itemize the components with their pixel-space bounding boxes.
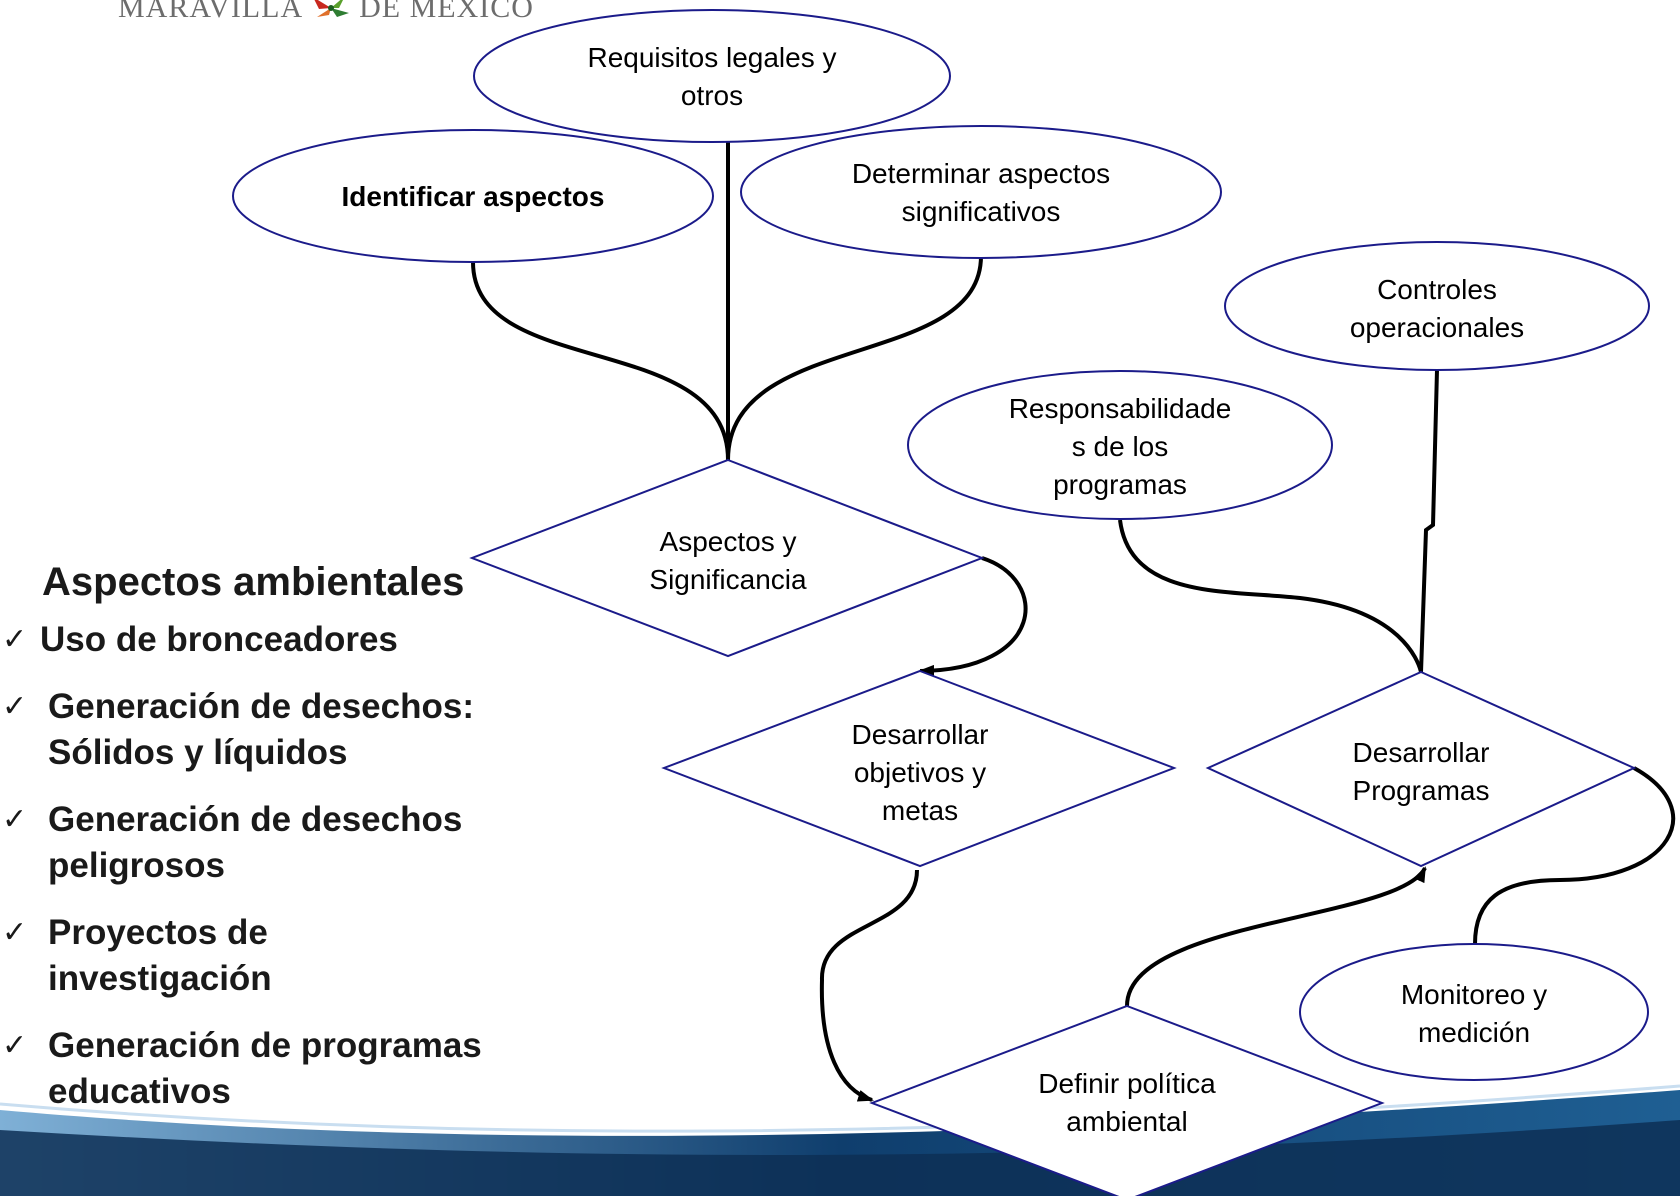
leaf-logo-icon <box>314 0 350 17</box>
aspect-item-text: Sólidos y líquidos <box>48 733 348 772</box>
node-objetivos <box>661 669 1177 868</box>
aspect-list: ✓ Uso de bronceadores ✓ Generación de desec… <box>0 617 520 1115</box>
label-line: Responsabilidade <box>1009 393 1232 424</box>
label-requisitos: Requisitos legales y otros <box>587 42 836 111</box>
aspect-item-text: Generación de programas <box>48 1026 482 1065</box>
aspect-item: ✓ Generación de desechos peligrosos <box>0 797 520 889</box>
label-line: operacionales <box>1350 312 1524 343</box>
connector-controles-programas <box>1419 369 1439 673</box>
connector-objetivos-politica <box>819 869 919 1102</box>
aspect-item: ✓ Uso de bronceadores <box>0 617 520 663</box>
label-determinar: Determinar aspectos significativos <box>852 158 1110 227</box>
label-line: ambiental <box>1066 1106 1187 1137</box>
checkmark-icon: ✓ <box>2 915 28 950</box>
label-line: metas <box>882 795 958 826</box>
node-programas <box>1205 670 1637 868</box>
checkmark-icon: ✓ <box>2 1028 28 1063</box>
node-aspectos-significancia <box>469 458 985 658</box>
node-monitoreo <box>1299 943 1649 1081</box>
logo: MARAVILLA DE MEXICO <box>118 0 534 26</box>
label-objetivos: Desarrollar objetivos y metas <box>852 719 989 826</box>
label-line: medición <box>1418 1017 1530 1048</box>
label-line: Definir política <box>1038 1068 1216 1099</box>
label-line: programas <box>1053 469 1187 500</box>
label-responsabilidades: Responsabilidade s de los programas <box>1009 393 1232 500</box>
aspect-item-text: investigación <box>48 959 272 998</box>
label-politica: Definir política ambiental <box>1038 1068 1216 1137</box>
label-line: otros <box>681 80 743 111</box>
connector-monitoreo-programas <box>1473 766 1676 945</box>
label-line: Aspectos y <box>660 526 797 557</box>
label-aspectos-significancia: Aspectos y Significancia <box>649 526 807 595</box>
aspect-item-text: peligrosos <box>48 846 225 885</box>
node-politica <box>869 1004 1385 1196</box>
label-controles: Controles operacionales <box>1350 274 1524 343</box>
label-line: objetivos y <box>854 757 986 788</box>
checkmark-icon: ✓ <box>2 622 28 657</box>
aspect-item-text: Generación de desechos: <box>48 687 474 726</box>
label-line: s de los <box>1072 431 1169 462</box>
checkmark-icon: ✓ <box>2 802 28 837</box>
label-line: Significancia <box>649 564 807 595</box>
label-line: Identificar aspectos <box>342 181 605 212</box>
environmental-aspects-panel: Aspectos ambientales ✓ Uso de bronceadore… <box>0 560 520 1136</box>
connector-identificar-aspectos <box>471 261 730 461</box>
aspect-item-text: Proyectos de <box>48 913 268 952</box>
aspect-item: ✓ Proyectos de investigación <box>0 910 520 1002</box>
connector-determinar-aspectos <box>726 255 983 461</box>
panel-title: Aspectos ambientales <box>42 560 465 604</box>
node-identificar <box>232 129 714 263</box>
aspect-item: ✓ Generación de programas educativos <box>0 1023 520 1115</box>
connector-responsabilidades-programas <box>1118 519 1423 673</box>
label-line: Desarrollar <box>1353 737 1490 768</box>
aspect-item: ✓ Generación de desechos: Sólidos y líquid… <box>0 684 520 776</box>
checkmark-icon: ✓ <box>2 689 28 724</box>
label-monitoreo: Monitoreo y medición <box>1401 979 1547 1048</box>
label-line: significativos <box>902 196 1061 227</box>
label-line: Controles <box>1377 274 1497 305</box>
node-responsabilidades <box>907 370 1333 520</box>
logo-text-left: MARAVILLA <box>118 0 304 24</box>
node-determinar <box>740 125 1222 259</box>
label-line: Determinar aspectos <box>852 158 1110 189</box>
label-line: Desarrollar <box>852 719 989 750</box>
node-requisitos <box>473 9 951 143</box>
label-line: Monitoreo y <box>1401 979 1547 1010</box>
connector-politica-programas <box>1125 866 1427 1007</box>
label-line: Programas <box>1353 775 1490 806</box>
node-controles <box>1224 241 1650 371</box>
label-identificar: Identificar aspectos <box>342 181 605 212</box>
aspect-item-text: Generación de desechos <box>48 800 463 839</box>
logo-text-right: DE MEXICO <box>359 0 534 24</box>
label-line: Requisitos legales y <box>587 42 836 73</box>
aspect-item-text: Uso de bronceadores <box>40 620 398 659</box>
connector-aspectos-objetivos <box>918 556 1028 677</box>
aspect-item-text: educativos <box>48 1072 231 1111</box>
connectors <box>471 142 1676 1102</box>
